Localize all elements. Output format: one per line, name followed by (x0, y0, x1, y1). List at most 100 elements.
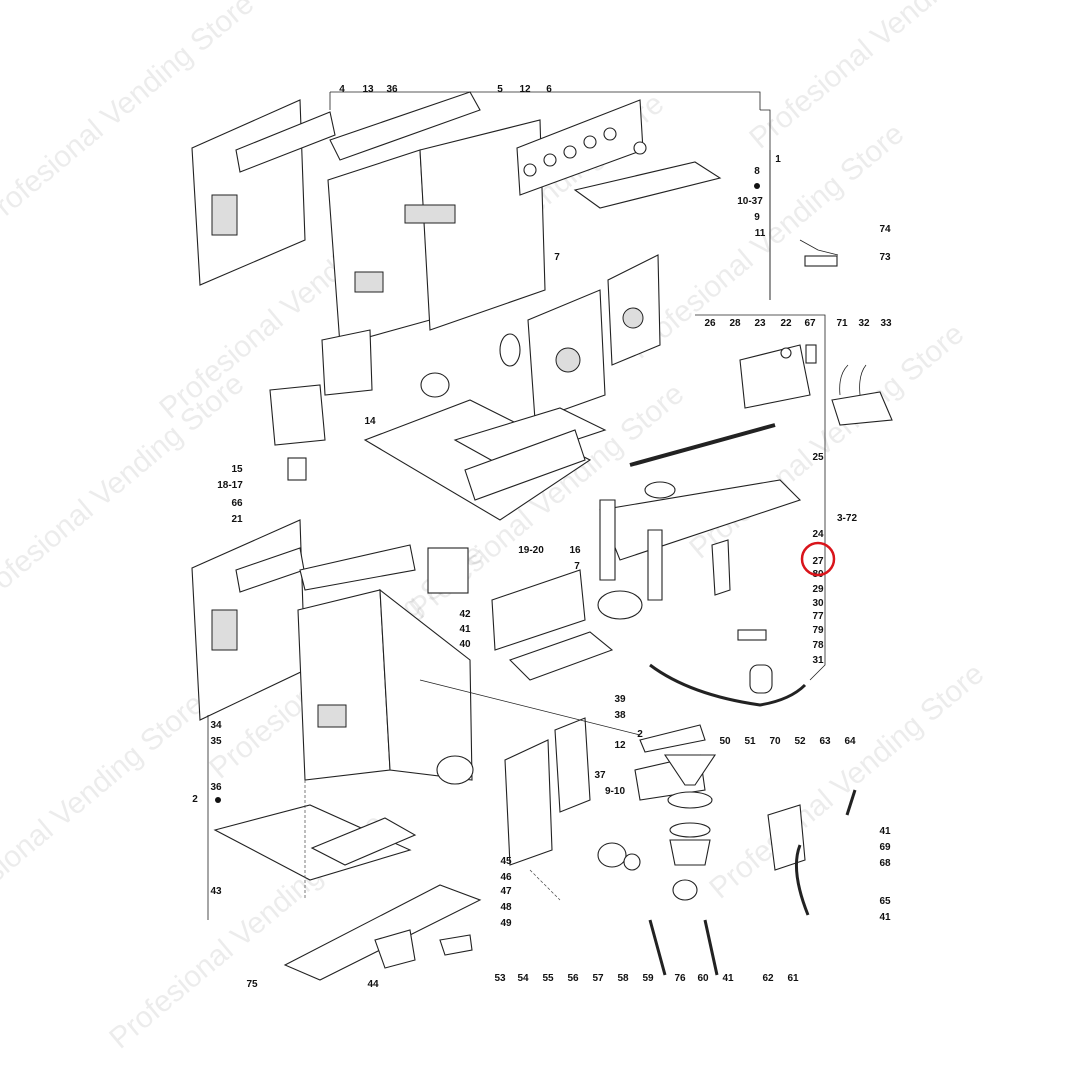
callout-label-76: 76 (674, 973, 686, 984)
callout-label-68: 68 (879, 858, 891, 869)
callout-label-44: 44 (367, 979, 379, 990)
callout-label-41: 41 (722, 973, 734, 984)
callout-label-37: 37 (594, 770, 606, 781)
callout-label-75: 75 (246, 979, 258, 990)
motor-15 (269, 384, 326, 446)
plate-lower (491, 569, 586, 651)
callout-label-36: 36 (210, 782, 222, 793)
callout-label-45: 45 (500, 856, 512, 867)
callout-label-64: 64 (844, 736, 856, 747)
connector-18-17 (287, 457, 307, 481)
bracket-4 (235, 111, 336, 173)
callout-label-6: 6 (546, 84, 552, 95)
watermark-text: Profesional Vending Store (683, 317, 970, 565)
callout-label-2: 2 (192, 794, 198, 805)
switch-77 (737, 629, 767, 641)
spring-74 (799, 239, 839, 256)
callout-label-34: 34 (210, 720, 222, 731)
chassis-lower-left (297, 589, 391, 781)
boiler-assembly (597, 239, 893, 707)
part-73 (804, 255, 838, 267)
plate-37 (554, 717, 591, 813)
top-frame-5 (329, 91, 481, 161)
callout-label-55: 55 (542, 973, 554, 984)
callout-label-8: 8 (754, 166, 760, 177)
callout-label-65: 65 (879, 896, 891, 907)
callout-label-25: 25 (812, 452, 824, 463)
callout-label-78: 78 (812, 640, 824, 651)
bowl-51 (667, 791, 713, 809)
funnel (663, 754, 717, 786)
callout-label-26: 26 (704, 318, 716, 329)
callout-label-16: 16 (569, 545, 581, 556)
callout-label-42: 42 (459, 609, 471, 620)
callout-label-2: 2 (637, 729, 643, 740)
dispenser-assembly (597, 724, 857, 976)
boiler-23 (739, 344, 811, 409)
callout-label-18-17: 18-17 (217, 480, 243, 491)
disc-55 (597, 842, 627, 868)
drip-frame (464, 429, 586, 501)
callout-label-46: 46 (500, 872, 512, 883)
pump-63 (767, 804, 806, 871)
callout-label-66: 66 (231, 498, 243, 509)
callout-label-1: 1 (775, 154, 781, 165)
base-tray (363, 399, 592, 521)
fan-housing (321, 329, 373, 396)
callout-label-43: 43 (210, 886, 222, 897)
block-33 (831, 391, 893, 426)
callout-label-47: 47 (500, 886, 512, 897)
callout-label-22: 22 (780, 318, 792, 329)
callout-label-40: 40 (459, 639, 471, 650)
callout-label-39: 39 (614, 694, 626, 705)
callout-label-41: 41 (879, 826, 891, 837)
callout-label-73: 73 (879, 252, 891, 263)
callout-label-52: 52 (794, 736, 806, 747)
callout-label-77: 77 (812, 611, 824, 622)
callout-label-4: 4 (339, 84, 345, 95)
pump-29 (597, 590, 643, 620)
callout-label-19-20: 19-20 (518, 545, 544, 556)
callout-label-27: 27 (812, 556, 824, 567)
part-27 (644, 481, 676, 499)
callout-label-56: 56 (567, 973, 579, 984)
callout-label-5: 5 (497, 84, 503, 95)
callout-label-74: 74 (879, 224, 891, 235)
callout-label-28: 28 (729, 318, 741, 329)
callout-label-79: 79 (812, 625, 824, 636)
watermark-text: Profesional Vending Store (703, 657, 990, 905)
chassis-left (327, 149, 431, 346)
callout-label-58: 58 (617, 973, 629, 984)
callout-label-14: 14 (364, 416, 376, 427)
callout-label-48: 48 (500, 902, 512, 913)
callout-label-31: 31 (812, 655, 824, 666)
chassis-lower-front (379, 588, 473, 781)
callout-label-10-37: 10-37 (737, 196, 763, 207)
callout-label-69: 69 (879, 842, 891, 853)
highlight-circle-27 (800, 541, 836, 577)
callout-label-67: 67 (804, 318, 816, 329)
clip-48 (439, 934, 473, 956)
callout-label-54: 54 (517, 973, 529, 984)
duct-14 (420, 372, 450, 398)
callout-label-62: 62 (762, 973, 774, 984)
reference-dot-1 (754, 183, 760, 189)
callout-label-71: 71 (836, 318, 848, 329)
callout-label-50: 50 (719, 736, 731, 747)
callout-label-9: 9 (754, 212, 760, 223)
chassis-slot (404, 204, 456, 224)
callout-label-63: 63 (819, 736, 831, 747)
oring-57 (623, 853, 641, 871)
callout-label-15: 15 (231, 464, 243, 475)
callout-label-36: 36 (386, 84, 398, 95)
callout-label-23: 23 (754, 318, 766, 329)
callout-label-60: 60 (697, 973, 709, 984)
bracket-80 (711, 539, 731, 596)
relay-19-20 (427, 547, 469, 594)
plug-7 (633, 141, 647, 155)
callout-label-29: 29 (812, 584, 824, 595)
callout-label-7: 7 (574, 561, 580, 572)
drip-tray-46 (310, 817, 417, 866)
side-panel-upper (191, 99, 306, 286)
